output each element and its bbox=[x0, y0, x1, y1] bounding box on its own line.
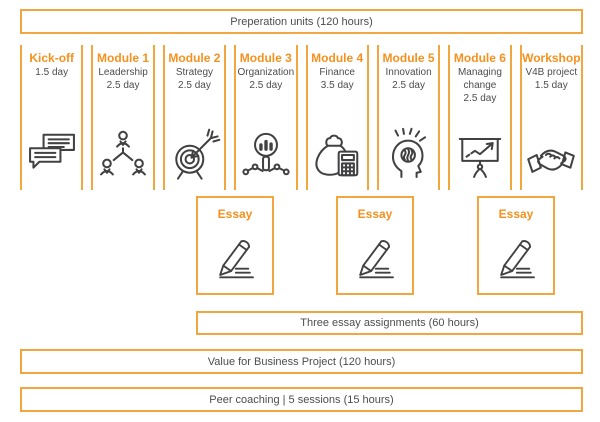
column-subtitle: 3.5 day bbox=[320, 79, 354, 91]
column-kick-off: Kick-off 1.5 day bbox=[20, 45, 84, 190]
column-subtitle: Innovation bbox=[385, 66, 432, 78]
column-subtitle: 1.5 day bbox=[35, 66, 69, 78]
column-subtitle: Strategy bbox=[175, 66, 214, 78]
value-for-business-bar: Value for Business Project (120 hours) bbox=[20, 349, 583, 374]
module-columns: Kick-off 1.5 day Module 1 Leadership 2.5… bbox=[20, 45, 583, 190]
idea-head-icon bbox=[382, 126, 436, 184]
column-title: Module 4 bbox=[311, 51, 364, 65]
column-subtitle: Finance bbox=[319, 66, 355, 78]
people-hierarchy-icon bbox=[96, 126, 150, 184]
column-subtitle: V4B project bbox=[525, 66, 578, 78]
column-subtitle: 2.5 day bbox=[463, 92, 497, 104]
column-subtitle: 2.5 day bbox=[392, 79, 425, 91]
column-subtitle: Leadership bbox=[98, 66, 148, 78]
essay-box-3: Essay bbox=[477, 196, 555, 295]
column-workshop: Workshop V4B project 1.5 day bbox=[519, 45, 583, 190]
column-title: Module 6 bbox=[453, 51, 506, 65]
column-subtitle: Organization bbox=[237, 66, 295, 78]
money-calculator-icon bbox=[310, 126, 364, 184]
column-subtitle: 2.5 day bbox=[249, 79, 283, 91]
peer-coaching-bar: Peer coaching | 5 sessions (15 hours) bbox=[20, 387, 583, 412]
essay-box-1: Essay bbox=[196, 196, 274, 295]
pencil-writing-icon bbox=[210, 230, 260, 284]
column-title: Module 3 bbox=[239, 51, 292, 65]
column-subtitle: 2.5 day bbox=[106, 79, 140, 91]
column-subtitle: Managing change bbox=[457, 66, 502, 91]
column-module-4: Module 4 Finance 3.5 day bbox=[305, 45, 369, 190]
essay-assignments-bar: Three essay assignments (60 hours) bbox=[196, 311, 583, 335]
column-title: Module 2 bbox=[168, 51, 221, 65]
column-module-2: Module 2 Strategy 2.5 day bbox=[162, 45, 227, 190]
essay-label: Essay bbox=[357, 207, 393, 221]
magnifier-analysis-icon bbox=[239, 126, 293, 184]
essay-box-2: Essay bbox=[336, 196, 414, 295]
column-title: Kick-off bbox=[29, 51, 75, 65]
column-subtitle: 1.5 day bbox=[534, 79, 568, 91]
value-for-business-label: Value for Business Project (120 hours) bbox=[207, 355, 396, 368]
column-subtitle: 2.5 day bbox=[178, 79, 211, 91]
chat-icon bbox=[25, 126, 79, 184]
pencil-writing-icon bbox=[491, 230, 541, 284]
column-title: Module 5 bbox=[382, 51, 435, 65]
essay-label: Essay bbox=[217, 207, 253, 221]
presentation-chart-icon bbox=[453, 126, 507, 184]
preparation-units-label: Preperation units (120 hours) bbox=[230, 15, 373, 28]
essay-label: Essay bbox=[498, 207, 534, 221]
preparation-units-bar: Preperation units (120 hours) bbox=[20, 9, 583, 34]
column-title: Workshop bbox=[522, 51, 581, 65]
column-module-6: Module 6 Managing change 2.5 day bbox=[448, 45, 512, 190]
peer-coaching-label: Peer coaching | 5 sessions (15 hours) bbox=[209, 393, 394, 406]
column-module-5: Module 5 Innovation 2.5 day bbox=[376, 45, 441, 190]
column-module-3: Module 3 Organization 2.5 day bbox=[234, 45, 298, 190]
target-arrow-icon bbox=[167, 126, 221, 184]
pencil-writing-icon bbox=[350, 230, 400, 284]
column-module-1: Module 1 Leadership 2.5 day bbox=[91, 45, 155, 190]
handshake-icon bbox=[524, 126, 578, 184]
essay-assignments-label: Three essay assignments (60 hours) bbox=[300, 317, 479, 329]
column-title: Module 1 bbox=[97, 51, 150, 65]
